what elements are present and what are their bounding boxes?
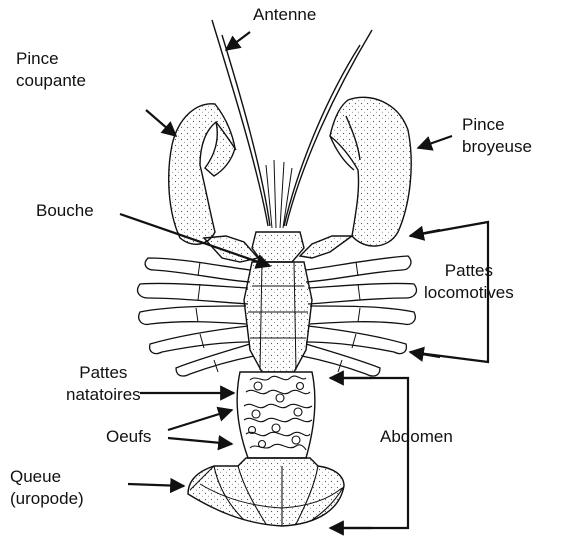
- left-leg-3: [139, 306, 246, 324]
- label-queue-line2: (uropode): [10, 488, 84, 510]
- oeufs-arrow-2: [168, 438, 232, 444]
- right-leg-1: [306, 256, 411, 282]
- oeufs-arrow-1: [168, 410, 232, 430]
- queue-arrow: [128, 484, 184, 486]
- label-pince-broyeuse: Pince broyeuse: [462, 114, 532, 158]
- label-pince-coupante: Pince coupante: [16, 48, 86, 92]
- label-pattes-locomotives: Pattes locomotives: [424, 260, 514, 304]
- label-pattes-natatoires-line2: natatoires: [66, 384, 141, 406]
- pince-broyeuse-arrow: [418, 136, 452, 148]
- left-leg-2: [138, 283, 248, 304]
- label-pattes-locomotives-line1: Pattes: [424, 260, 514, 282]
- right-claw: [300, 97, 411, 258]
- label-pince-coupante-line2: coupante: [16, 70, 86, 92]
- right-leg-4: [306, 326, 406, 354]
- tail-fan: [188, 458, 344, 526]
- label-antenne: Antenne: [253, 4, 316, 26]
- label-pince-broyeuse-line1: Pince: [462, 114, 532, 136]
- label-pince-coupante-line1: Pince: [16, 48, 86, 70]
- abdomen-body: [237, 372, 315, 458]
- label-queue-line1: Queue: [10, 466, 84, 488]
- label-oeufs: Oeufs: [106, 426, 151, 448]
- left-leg-5: [176, 344, 254, 376]
- label-bouche: Bouche: [36, 200, 94, 222]
- left-leg-4: [150, 326, 250, 354]
- abdomen-bracket: [340, 378, 408, 528]
- label-queue: Queue (uropode): [10, 466, 84, 510]
- label-pattes-natatoires-line1: Pattes: [66, 362, 141, 384]
- left-leg-1: [145, 258, 250, 282]
- label-abdomen: Abdomen: [380, 426, 453, 448]
- right-leg-2: [308, 283, 416, 304]
- right-leg-3: [310, 306, 415, 324]
- label-pattes-locomotives-line2: locomotives: [424, 282, 514, 304]
- pince-coupante-arrow: [146, 110, 176, 136]
- right-leg-5: [302, 344, 380, 376]
- antenne-arrow: [226, 32, 250, 50]
- label-pattes-natatoires: Pattes natatoires: [66, 362, 141, 406]
- label-pince-broyeuse-line2: broyeuse: [462, 136, 532, 158]
